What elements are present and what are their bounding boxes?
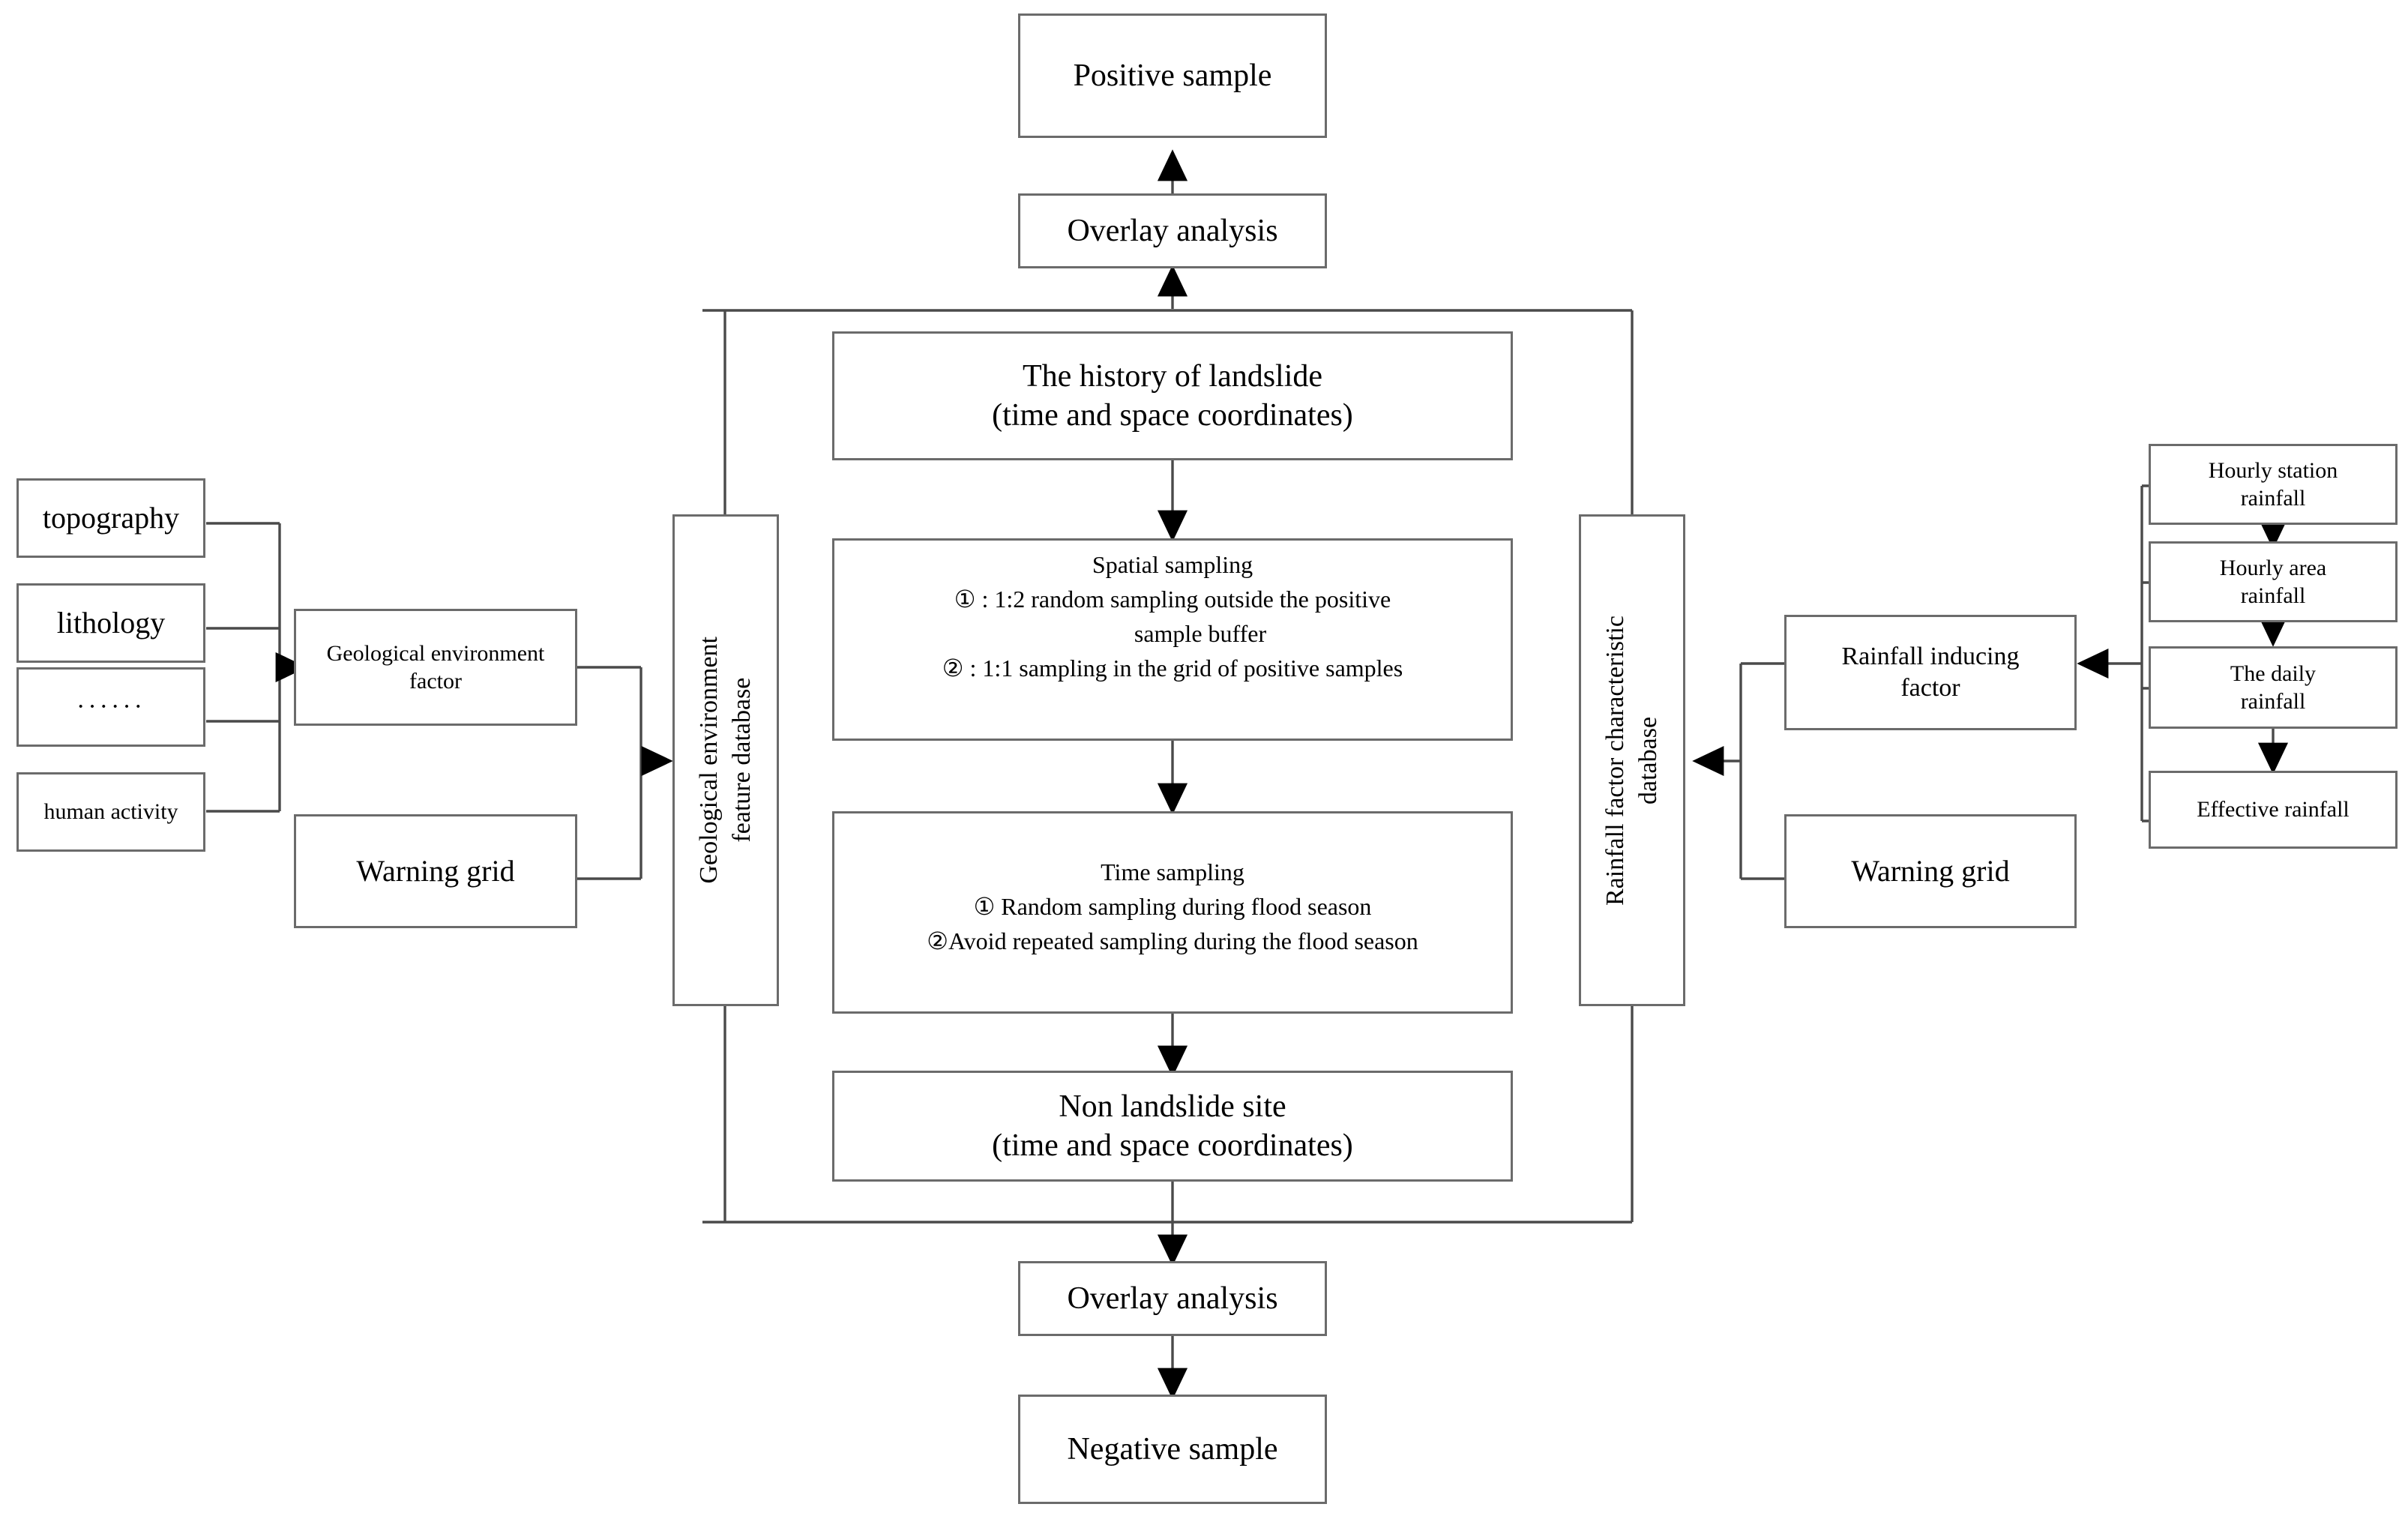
spatial-sampling-item-1: ① : 1:2 random sampling outside the posi… <box>954 586 1391 613</box>
rainfall-inducing-factor-label: Rainfall inducing factor <box>1841 642 2020 703</box>
time-sampling-item-1: ① Random sampling during flood season <box>973 893 1372 920</box>
geo-env-factor-label: Geological environment factor <box>326 640 545 694</box>
node-hourly-station-rainfall[interactable]: Hourly station rainfall <box>2149 444 2398 525</box>
node-ellipsis[interactable]: ······ <box>16 667 205 747</box>
node-history-of-landslide[interactable]: The history of landslide (time and space… <box>832 331 1513 460</box>
hourly-station-line2: rainfall <box>2240 486 2306 511</box>
node-spatial-sampling[interactable]: Spatial sampling ① : 1:2 random sampling… <box>832 538 1513 741</box>
node-overlay-analysis-bottom[interactable]: Overlay analysis <box>1018 1261 1327 1336</box>
node-rainfall-inducing-factor[interactable]: Rainfall inducing factor <box>1784 615 2077 730</box>
geo-env-db-label: Geological environment feature database <box>694 637 756 884</box>
topography-label: topography <box>42 501 180 535</box>
effective-rainfall-label: Effective rainfall <box>2197 797 2350 822</box>
node-hourly-area-rainfall[interactable]: Hourly area rainfall <box>2149 541 2398 622</box>
warning-grid-right-label: Warning grid <box>1851 854 2010 888</box>
non-landslide-line2: (time and space coordinates) <box>992 1128 1353 1163</box>
node-topography[interactable]: topography <box>16 478 205 558</box>
node-time-sampling[interactable]: Time sampling ① Random sampling during f… <box>832 811 1513 1014</box>
negative-sample-label: Negative sample <box>1067 1431 1278 1467</box>
spatial-sampling-item-2: ② : 1:1 sampling in the grid of positive… <box>942 655 1403 682</box>
history-line2: (time and space coordinates) <box>992 398 1353 433</box>
time-sampling-item-2: ②Avoid repeated sampling during the floo… <box>927 927 1418 954</box>
hourly-area-line2: rainfall <box>2240 583 2306 608</box>
non-landslide-line1: Non landslide site <box>1059 1089 1286 1124</box>
daily-rainfall-line1: The daily <box>2230 661 2317 686</box>
overlay-top-label: Overlay analysis <box>1067 213 1278 248</box>
ellipsis-label: ······ <box>76 692 145 721</box>
time-sampling-title: Time sampling <box>1101 858 1244 885</box>
node-the-daily-rainfall[interactable]: The daily rainfall <box>2149 646 2398 729</box>
node-positive-sample[interactable]: Positive sample <box>1018 13 1327 138</box>
rain-db-label: Rainfall factor characteristic database <box>1601 615 1662 906</box>
node-lithology[interactable]: lithology <box>16 583 205 663</box>
spatial-sampling-title: Spatial sampling <box>1092 551 1253 578</box>
node-effective-rainfall[interactable]: Effective rainfall <box>2149 771 2398 849</box>
lithology-label: lithology <box>56 606 166 640</box>
node-geological-environment-factor[interactable]: Geological environment factor <box>294 609 577 726</box>
spatial-sampling-item-1-cont: sample buffer <box>1134 620 1267 647</box>
warning-grid-left-label: Warning grid <box>356 854 515 888</box>
node-geological-environment-feature-database[interactable]: Geological environment feature database <box>672 514 779 1006</box>
node-warning-grid-left[interactable]: Warning grid <box>294 814 577 928</box>
node-non-landslide-site[interactable]: Non landslide site (time and space coord… <box>832 1071 1513 1182</box>
human-activity-label: human activity <box>43 799 178 825</box>
node-human-activity[interactable]: human activity <box>16 772 205 852</box>
overlay-bottom-label: Overlay analysis <box>1067 1281 1278 1316</box>
positive-sample-label: Positive sample <box>1073 58 1272 93</box>
node-warning-grid-right[interactable]: Warning grid <box>1784 814 2077 928</box>
node-rainfall-factor-characteristic-database[interactable]: Rainfall factor characteristic database <box>1579 514 1685 1006</box>
node-overlay-analysis-top[interactable]: Overlay analysis <box>1018 193 1327 268</box>
history-line1: The history of landslide <box>1022 358 1323 394</box>
node-negative-sample[interactable]: Negative sample <box>1018 1395 1327 1504</box>
hourly-area-line1: Hourly area <box>2219 555 2327 580</box>
hourly-station-line1: Hourly station <box>2208 457 2338 483</box>
daily-rainfall-line2: rainfall <box>2240 689 2306 714</box>
